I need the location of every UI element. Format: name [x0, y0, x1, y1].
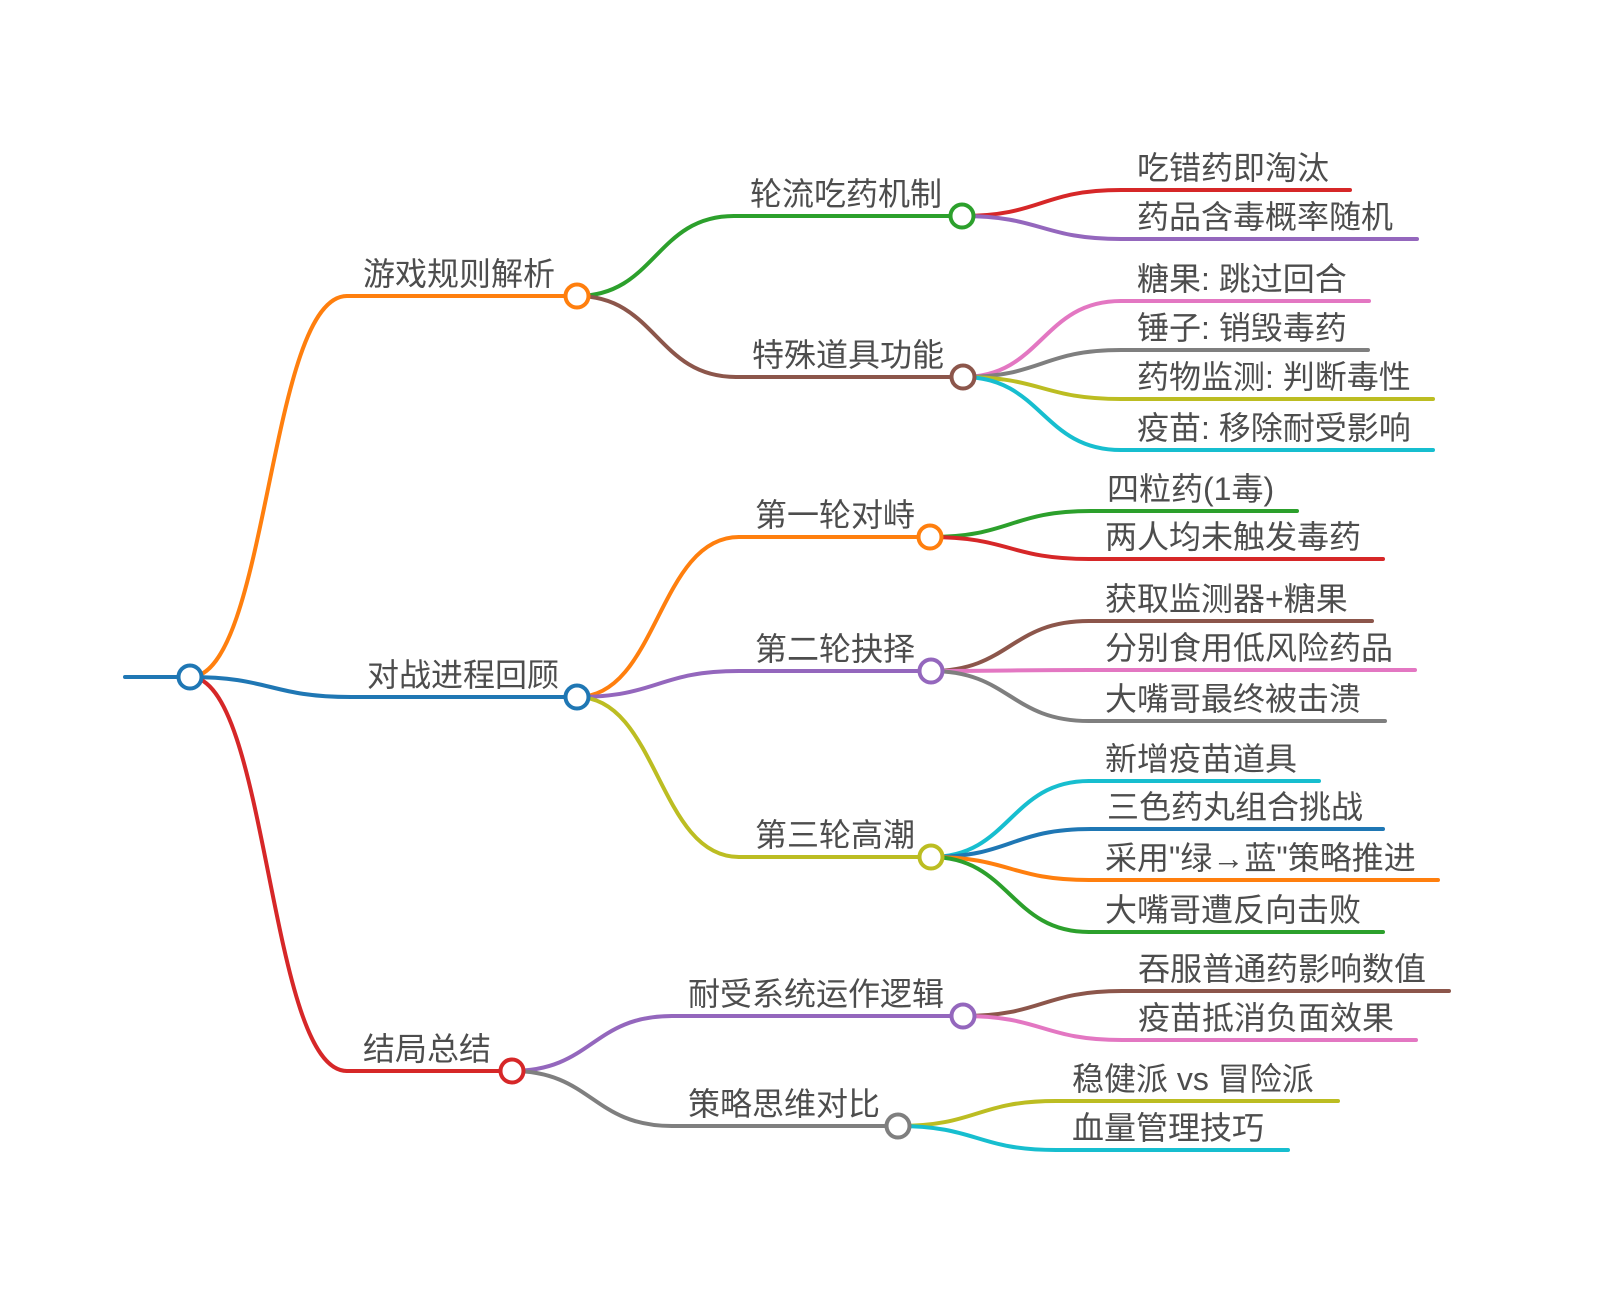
node-label-药品含毒概率随机: 药品含毒概率随机 — [1137, 199, 1393, 235]
branch-link-三色药丸组合挑战 — [929, 827, 1093, 859]
branch-link-特殊道具功能 — [575, 294, 738, 379]
branch-link-四粒药-1毒- — [928, 509, 1093, 539]
branch-link-疫苗抵消负面效果 — [961, 1014, 1124, 1042]
node-label-策略思维对比: 策略思维对比 — [688, 1086, 880, 1122]
branch-link-药品含毒概率随机 — [960, 214, 1123, 241]
node-label-分别食用低风险药品: 分别食用低风险药品 — [1105, 630, 1393, 666]
node-label-轮流吃药机制: 轮流吃药机制 — [750, 176, 942, 212]
node-circle-游戏规则解析[interactable] — [563, 282, 591, 310]
branch-links — [188, 188, 1124, 1152]
node-label-结局总结: 结局总结 — [363, 1031, 491, 1067]
branch-link-血量管理技巧 — [896, 1124, 1058, 1152]
node-label-新增疫苗道具: 新增疫苗道具 — [1105, 741, 1297, 777]
node-label-三色药丸组合挑战: 三色药丸组合挑战 — [1107, 789, 1363, 825]
node-label-第三轮高潮: 第三轮高潮 — [755, 817, 915, 853]
node-circle-第三轮高潮[interactable] — [917, 843, 945, 871]
node-circle-策略思维对比[interactable] — [884, 1112, 912, 1140]
node-label-疫苗-移除耐受影响: 疫苗: 移除耐受影响 — [1137, 410, 1411, 446]
node-circles — [176, 202, 977, 1140]
node-label-药物监测-判断毒性: 药物监测: 判断毒性 — [1137, 359, 1411, 395]
branch-link-第二轮抉择 — [575, 669, 741, 699]
branch-link-轮流吃药机制 — [575, 214, 736, 298]
node-label-糖果-跳过回合: 糖果: 跳过回合 — [1137, 261, 1347, 297]
branch-link-新增疫苗道具 — [929, 779, 1091, 859]
node-label-大嘴哥遭反向击败: 大嘴哥遭反向击败 — [1105, 892, 1361, 928]
branch-link-两人均未触发毒药 — [928, 535, 1091, 561]
node-label-采用-绿-蓝-策略推进: 采用"绿→蓝"策略推进 — [1105, 840, 1416, 876]
node-label-两人均未触发毒药: 两人均未触发毒药 — [1105, 519, 1361, 555]
branch-link-大嘴哥最终被击溃 — [929, 669, 1091, 723]
branch-link-糖果-跳过回合 — [961, 299, 1123, 379]
node-label-耐受系统运作逻辑: 耐受系统运作逻辑 — [688, 976, 944, 1012]
branch-link-第一轮对峙 — [575, 535, 741, 699]
node-label-大嘴哥最终被击溃: 大嘴哥最终被击溃 — [1105, 681, 1361, 717]
node-label-第二轮抉择: 第二轮抉择 — [755, 631, 915, 667]
branch-link-耐受系统运作逻辑 — [510, 1014, 674, 1073]
branch-link-吞服普通药影响数值 — [961, 989, 1124, 1018]
root-node-circle[interactable] — [176, 663, 204, 691]
node-label-四粒药-1毒-: 四粒药(1毒) — [1107, 471, 1274, 507]
node-circle-第二轮抉择[interactable] — [917, 657, 945, 685]
node-label-第一轮对峙: 第一轮对峙 — [755, 497, 915, 533]
branch-link-获取监测器-糖果 — [929, 619, 1091, 673]
branch-link-第三轮高潮 — [575, 695, 741, 859]
node-circle-第一轮对峙[interactable] — [916, 523, 944, 551]
node-label-锤子-销毁毒药: 锤子: 销毁毒药 — [1137, 310, 1347, 346]
branch-link-游戏规则解析 — [188, 294, 349, 679]
branch-link-吃错药即淘汰 — [960, 188, 1123, 218]
node-circle-特殊道具功能[interactable] — [949, 363, 977, 391]
branch-link-策略思维对比 — [510, 1069, 674, 1128]
branch-link-大嘴哥遭反向击败 — [929, 855, 1091, 934]
node-label-疫苗抵消负面效果: 疫苗抵消负面效果 — [1138, 1000, 1394, 1036]
node-label-吃错药即淘汰: 吃错药即淘汰 — [1137, 150, 1329, 186]
node-label-对战进程回顾: 对战进程回顾 — [367, 657, 559, 693]
branch-link-结局总结 — [188, 675, 349, 1073]
branch-link-疫苗-移除耐受影响 — [961, 375, 1123, 452]
node-label-血量管理技巧: 血量管理技巧 — [1072, 1110, 1264, 1146]
branch-link-稳健派-vs-冒险派 — [896, 1099, 1058, 1128]
node-circle-轮流吃药机制[interactable] — [948, 202, 976, 230]
node-circle-耐受系统运作逻辑[interactable] — [949, 1002, 977, 1030]
branch-link-对战进程回顾 — [188, 675, 353, 699]
node-label-获取监测器-糖果: 获取监测器+糖果 — [1105, 581, 1348, 617]
node-underlines — [123, 188, 1451, 1152]
node-label-特殊道具功能: 特殊道具功能 — [752, 337, 944, 373]
node-circle-对战进程回顾[interactable] — [563, 683, 591, 711]
node-label-稳健派-vs-冒险派: 稳健派 vs 冒险派 — [1072, 1061, 1314, 1097]
node-circle-结局总结[interactable] — [498, 1057, 526, 1085]
node-label-吞服普通药影响数值: 吞服普通药影响数值 — [1138, 951, 1426, 987]
node-label-游戏规则解析: 游戏规则解析 — [363, 256, 555, 292]
